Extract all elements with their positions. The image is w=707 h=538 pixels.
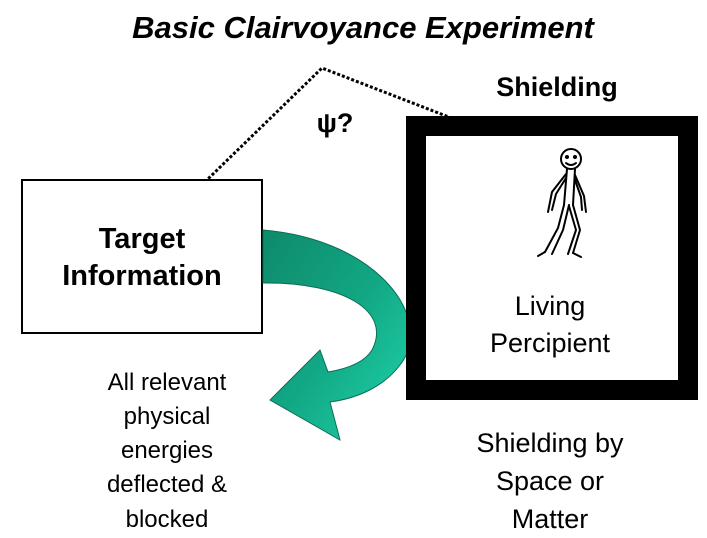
deflected-caption-4: deflected &	[107, 471, 227, 498]
psi-label: ψ?	[317, 108, 354, 138]
stick-figure-icon	[537, 148, 587, 258]
target-line-2: Information	[62, 260, 222, 292]
target-line-1: Target	[99, 223, 186, 255]
shielding-caption-1: Shielding by	[476, 428, 624, 458]
diagram-title: Basic Clairvoyance Experiment	[132, 10, 595, 45]
shielding-heading: Shielding	[496, 72, 618, 102]
deflected-caption-2: physical	[124, 403, 211, 430]
target-box	[21, 179, 263, 334]
shielding-caption-2: Space or	[496, 466, 604, 496]
percipient-line-1: Living	[515, 291, 586, 321]
shielding-caption-3: Matter	[512, 504, 589, 534]
percipient-line-2: Percipient	[490, 328, 611, 358]
deflection-arrow	[262, 229, 411, 442]
deflected-caption-3: energies	[121, 437, 213, 464]
shielding-box	[406, 116, 698, 400]
deflected-caption-1: All relevant	[108, 369, 227, 396]
deflected-caption-5: blocked	[126, 506, 209, 533]
